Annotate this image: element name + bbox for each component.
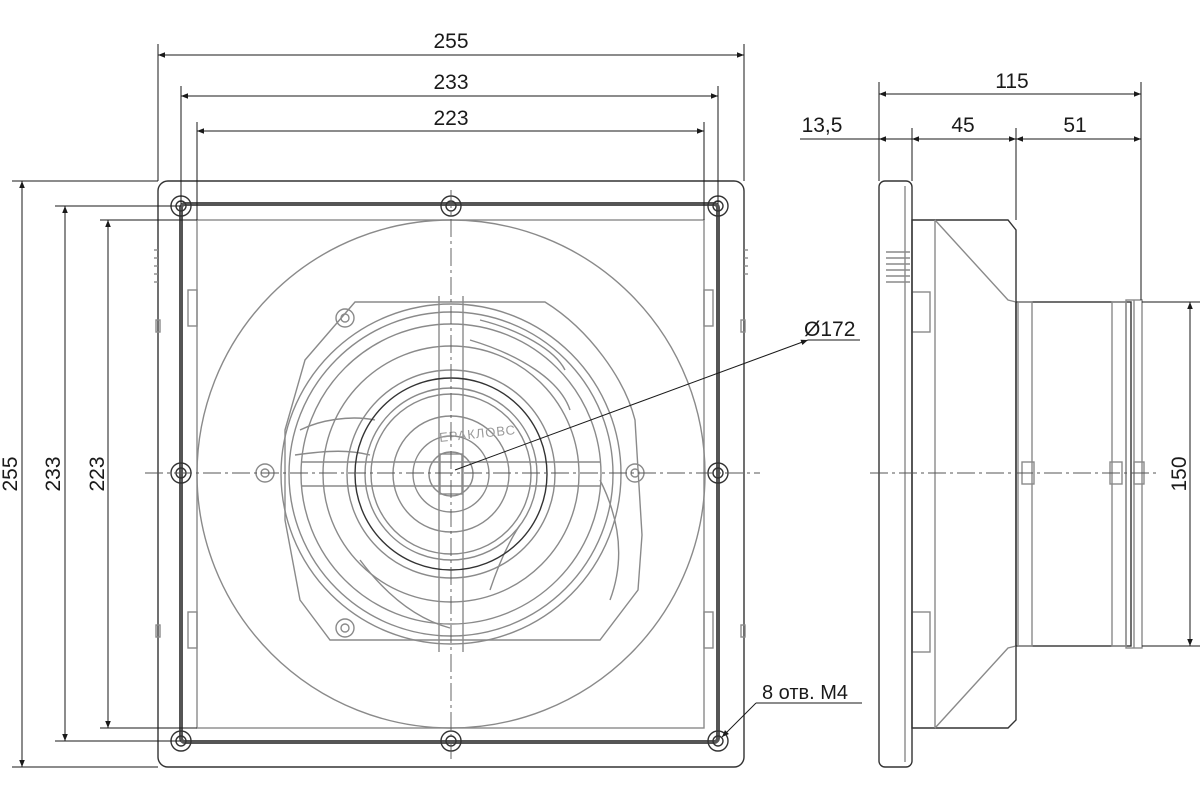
diameter-callout: Ø172 (454, 318, 860, 471)
front-view: ЕРАКЛОВС (145, 180, 760, 768)
dim-body-depth: 45 (951, 114, 974, 137)
side-view (870, 180, 1160, 768)
fan-blades (294, 319, 620, 629)
inner-panel (196, 219, 705, 729)
side-vents-left (154, 249, 158, 283)
housing-ring (280, 303, 622, 645)
dim-height-outer: 255 (0, 456, 22, 491)
dim-height-mid: 233 (42, 456, 65, 491)
flange-vents (886, 251, 910, 283)
flange-clip-top (911, 291, 931, 333)
outer-frame (157, 180, 745, 768)
dim-height-inner: 223 (86, 456, 109, 491)
side-flange (878, 180, 913, 768)
spigot-ring-left (1017, 301, 1033, 647)
dim-flange-thickness: 13,5 (802, 114, 843, 137)
side-spigot (1015, 301, 1132, 647)
dim-width-inner: 223 (433, 107, 468, 130)
dim-spigot-depth: 51 (1063, 114, 1086, 137)
front-dimensions-horizontal: 255 233 223 (157, 30, 745, 220)
spigot-ring-right (1111, 301, 1127, 647)
motor-housing (284, 301, 643, 641)
front-dimensions-vertical: 255 233 223 (0, 180, 197, 768)
dim-spigot-diameter: 150 (1168, 456, 1191, 491)
dim-width-mid: 233 (433, 71, 468, 94)
side-body-taper (934, 219, 1017, 729)
flange-clip-bottom (911, 611, 931, 653)
side-vents-right (744, 249, 748, 275)
holes-note: 8 отв. М4 (762, 682, 848, 704)
side-dimensions: 115 13,5 45 51 150 (800, 70, 1200, 647)
brand-label: ЕРАКЛОВС (438, 422, 516, 445)
dim-depth-total: 115 (995, 70, 1028, 93)
latches (155, 289, 746, 649)
dim-diameter: Ø172 (804, 318, 855, 341)
dim-width-outer: 255 (433, 30, 468, 53)
holes-callout: 8 отв. М4 (721, 682, 862, 738)
side-body (911, 219, 1017, 729)
